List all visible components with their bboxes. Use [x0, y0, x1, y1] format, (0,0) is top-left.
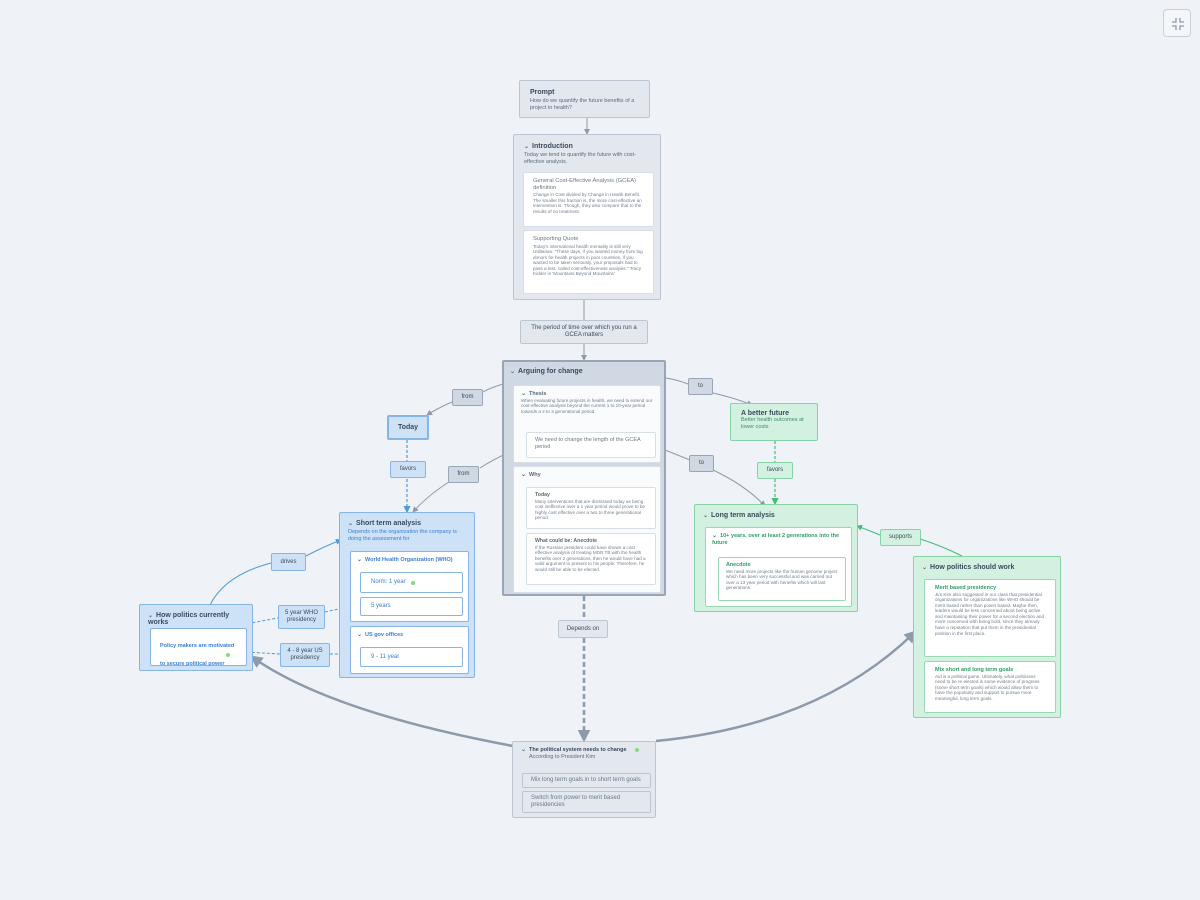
political-system-title: ⌄The political system needs to change — [521, 747, 647, 754]
introduction-title: ⌄Introduction — [524, 143, 573, 150]
why-title: ⌄Why — [521, 472, 541, 478]
edge-label-to-mid[interactable]: to — [689, 455, 714, 472]
arguing-node[interactable]: ⌄Arguing for change ⌄Thesis When evaluat… — [502, 360, 666, 596]
better-future-title: A better future — [741, 410, 789, 417]
why-anecdote-card[interactable]: What could be: Anecdote If the Russian p… — [526, 533, 656, 585]
better-future-node[interactable]: A better future Better health outcomes a… — [730, 403, 818, 441]
edge-label-supports[interactable]: supports — [880, 529, 921, 546]
edge-drives — [209, 540, 341, 606]
policy-makers-text: Policy makers are motivated to secure po… — [160, 643, 235, 667]
mix-goals-title: Mix short and long term goals — [935, 667, 1014, 673]
mix-goals-card[interactable]: Mix short and long term goals Aid is a p… — [924, 661, 1056, 713]
edge-label-from-mid[interactable]: from — [448, 466, 479, 483]
today-title: Today — [397, 424, 419, 431]
supporting-quote-text: Today's international health mentality i… — [533, 243, 643, 277]
prompt-title: Prompt — [530, 89, 555, 96]
better-future-text: Better health outcomes at lower costs — [741, 417, 804, 430]
chevron-down-icon[interactable]: ⌄ — [922, 565, 928, 571]
chevron-down-icon[interactable]: ⌄ — [357, 632, 363, 638]
short-term-text: Depends on the organization the company … — [348, 529, 457, 542]
who-card[interactable]: ⌄World Health Organization (WHO) Norm: 1… — [350, 551, 469, 622]
supporting-quote-card[interactable]: Supporting Quote Today's international h… — [523, 230, 654, 294]
thesis-change-card[interactable]: We need to change the length of the GCEA… — [526, 432, 656, 458]
status-dot-icon — [410, 580, 415, 585]
who-item-norm[interactable]: Norm: 1 year — [360, 572, 463, 593]
edge-political-to-should — [655, 630, 917, 743]
long-term-title: ⌄Long term analysis — [703, 512, 775, 519]
who-item-5years[interactable]: 5 years — [360, 597, 463, 616]
edge-political-to-current — [249, 655, 514, 748]
mix-goals-text: Aid is a political game. Ultimately, wha… — [935, 673, 1040, 701]
collapse-icon — [1172, 18, 1184, 30]
why-card[interactable]: ⌄Why Today Many interventions that are d… — [513, 466, 661, 593]
merit-title: Merit based presidency — [935, 585, 997, 591]
prompt-node[interactable]: Prompt How do we quantify the future ben… — [519, 80, 650, 118]
why-anecdote-text: If the Russian president could have show… — [535, 544, 646, 572]
merit-text: Jim Kim also suggested in our class that… — [935, 591, 1045, 636]
who-title: ⌄World Health Organization (WHO) — [357, 557, 453, 563]
edge-label-drives[interactable]: drives — [271, 553, 306, 571]
anecdote-text: We need more projects like the human gen… — [726, 568, 838, 591]
chevron-down-icon[interactable]: ⌄ — [524, 144, 530, 150]
why-today-title: Today — [535, 492, 550, 498]
anecdote-card[interactable]: Anecdote We need more projects like the … — [718, 557, 846, 601]
edge-label-from-top[interactable]: from — [452, 389, 483, 406]
thesis-title: ⌄Thesis — [521, 391, 547, 397]
chevron-down-icon[interactable]: ⌄ — [510, 369, 516, 375]
period-label[interactable]: The period of time over which you run a … — [520, 320, 648, 344]
introduction-node[interactable]: ⌄Introduction Today we tend to quantify … — [513, 134, 661, 300]
politics-should-title: ⌄How politics should work — [922, 564, 1015, 571]
status-dot-icon — [226, 653, 230, 657]
politics-should-node[interactable]: ⌄How politics should work Merit based pr… — [913, 556, 1061, 718]
why-today-card[interactable]: Today Many interventions that are dismis… — [526, 487, 656, 529]
gcea-definition-card[interactable]: General Cost-Effective Analysis (GCEA) d… — [523, 172, 654, 227]
edge-label-who-presidency[interactable]: 5 year WHO presidency — [278, 605, 325, 629]
status-dot-icon — [634, 747, 639, 752]
why-today-text: Many interventions that are dismissed to… — [535, 498, 645, 521]
policy-makers-card[interactable]: Policy makers are motivated to secure po… — [150, 628, 247, 667]
edge-label-favors-right[interactable]: favors — [757, 462, 793, 479]
edge-arguing-from-today — [427, 383, 504, 415]
political-system-sub: According to President Kim — [529, 753, 596, 760]
edge-label-favors-left[interactable]: favors — [390, 461, 426, 478]
introduction-text: Today we tend to quantify the future wit… — [524, 152, 636, 165]
collapse-button[interactable] — [1163, 9, 1191, 37]
short-term-node[interactable]: ⌄Short term analysis Depends on the orga… — [339, 512, 475, 678]
political-system-node[interactable]: ⌄The political system needs to change Ac… — [512, 741, 656, 818]
chevron-down-icon[interactable]: ⌄ — [521, 472, 527, 478]
political-item-mix[interactable]: Mix long term goals in to short term goa… — [522, 773, 651, 788]
politics-current-node[interactable]: ⌄How politics currently works Policy mak… — [139, 604, 253, 671]
why-anecdote-title: What could be: Anecdote — [535, 538, 598, 544]
anecdote-title: Anecdote — [726, 562, 751, 568]
us-title: ⌄US gov offices — [357, 632, 404, 638]
chevron-down-icon[interactable]: ⌄ — [521, 747, 527, 753]
merit-card[interactable]: Merit based presidency Jim Kim also sugg… — [924, 579, 1056, 657]
thesis-text: When evaluating future projects in healt… — [521, 397, 653, 414]
gcea-definition-text: Change in Cost divided by Change in Heal… — [533, 192, 642, 214]
gcea-definition-title: General Cost-Effective Analysis (GCEA) d… — [533, 178, 636, 191]
politics-current-title: ⌄How politics currently works — [148, 612, 230, 626]
long-term-sub-card[interactable]: ⌄10+ years, over at least 2 generations … — [705, 527, 852, 607]
supporting-quote-title: Supporting Quote — [533, 236, 579, 242]
chevron-down-icon[interactable]: ⌄ — [712, 533, 718, 539]
thesis-card[interactable]: ⌄Thesis When evaluating future projects … — [513, 385, 661, 463]
chevron-down-icon[interactable]: ⌄ — [357, 557, 363, 563]
edge-label-depends-on[interactable]: Depends on — [558, 620, 608, 638]
edge-label-us-presidency[interactable]: 4 - 8 year US presidency — [280, 643, 330, 667]
chevron-down-icon[interactable]: ⌄ — [348, 521, 354, 527]
chevron-down-icon[interactable]: ⌄ — [521, 391, 527, 397]
long-term-node[interactable]: ⌄Long term analysis ⌄10+ years, over at … — [694, 504, 858, 612]
chevron-down-icon[interactable]: ⌄ — [703, 513, 709, 519]
long-term-sub-title: ⌄10+ years, over at least 2 generations … — [712, 533, 840, 546]
edge-label-to-top[interactable]: to — [688, 378, 713, 395]
today-node[interactable]: Today — [387, 415, 429, 440]
political-item-switch[interactable]: Switch from power to merit based preside… — [522, 791, 651, 813]
prompt-text: How do we quantify the future benefits o… — [530, 98, 635, 111]
us-card[interactable]: ⌄US gov offices 9 - 11 year — [350, 626, 469, 674]
arguing-title: ⌄Arguing for change — [510, 368, 583, 375]
us-item-years[interactable]: 9 - 11 year — [360, 647, 463, 667]
short-term-title: ⌄Short term analysis — [348, 520, 421, 527]
chevron-down-icon[interactable]: ⌄ — [148, 613, 154, 619]
